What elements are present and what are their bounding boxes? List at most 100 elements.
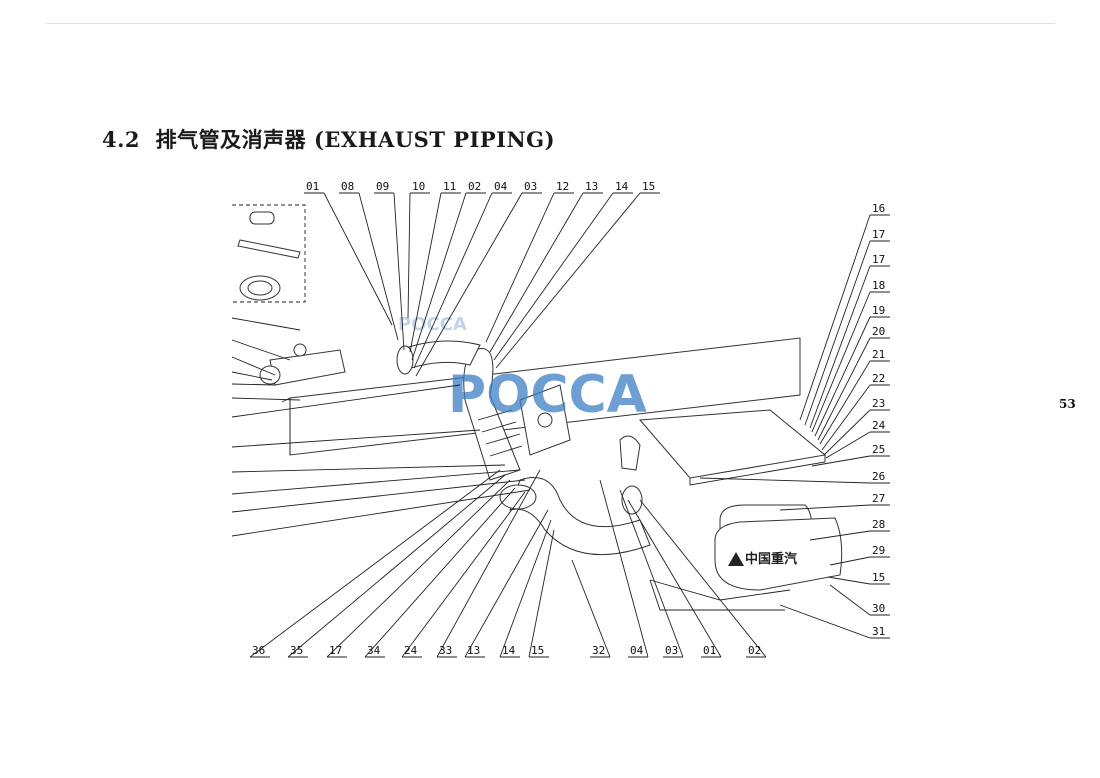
- muffler: 中国重汽: [649, 504, 843, 611]
- leader-line: [811, 291, 890, 433]
- leader-line-left: [231, 371, 273, 381]
- callout-bottom-13: 02: [748, 644, 761, 657]
- leader-line-left: [231, 464, 506, 473]
- leader-line: [374, 192, 405, 351]
- callout-right-9: 24: [872, 419, 886, 432]
- callout-right-11: 26: [872, 470, 885, 483]
- leader-line: [829, 584, 890, 616]
- leader-line: [364, 487, 516, 658]
- callout-bottom-4: 24: [404, 644, 418, 657]
- leader-line: [814, 316, 890, 437]
- watermark: POCCA POCCA: [398, 314, 647, 425]
- leader-line-left: [231, 469, 521, 495]
- callout-right-16: 30: [872, 602, 885, 615]
- leader-line: [287, 474, 506, 658]
- leader-line-left: [231, 397, 301, 401]
- callout-right-15: 15: [872, 571, 885, 584]
- leader-line: [823, 409, 890, 456]
- leader-line: [809, 530, 890, 541]
- callout-top-0: 01: [306, 180, 319, 193]
- exhaust-bracket: [519, 384, 571, 456]
- callout-right-12: 27: [872, 492, 885, 505]
- leader-line: [827, 576, 890, 585]
- leader-line: [825, 431, 890, 459]
- callout-right-5: 20: [872, 325, 885, 338]
- callout-top-5: 02: [468, 180, 481, 193]
- leader-line: [817, 337, 890, 441]
- watermark-text: POCCA: [448, 365, 647, 425]
- callout-right-1: 17: [872, 228, 885, 241]
- callout-right-8: 23: [872, 397, 885, 410]
- leader-line: [528, 529, 555, 658]
- leader-line: [811, 455, 890, 467]
- leader-line: [819, 360, 890, 445]
- leader-line: [599, 479, 649, 658]
- leader-line: [409, 192, 461, 353]
- callout-top-2: 09: [376, 180, 389, 193]
- leader-line: [415, 192, 542, 377]
- section-title: 4.2 排气管及消声器 (EXHAUST PIPING): [102, 127, 556, 152]
- callout-top-1: 08: [341, 180, 354, 193]
- leader-line: [495, 192, 660, 369]
- leader-line: [436, 469, 541, 658]
- callout-top-9: 13: [585, 180, 598, 193]
- leader-line: [464, 509, 549, 658]
- leader-line: [821, 384, 890, 451]
- callout-bottom-9: 32: [592, 644, 605, 657]
- leader-line: [249, 469, 501, 658]
- leader-line: [485, 192, 574, 343]
- callout-right-7: 22: [872, 372, 885, 385]
- watermark-text-small: POCCA: [398, 314, 467, 335]
- leader-line: [699, 477, 890, 484]
- leader-line: [571, 559, 611, 658]
- callout-top-11: 15: [642, 180, 655, 193]
- callout-bottom-11: 03: [665, 644, 678, 657]
- callout-bottom-7: 14: [502, 644, 516, 657]
- leader-line: [619, 489, 684, 658]
- callout-bottom-12: 01: [703, 644, 716, 657]
- callout-right-2: 17: [872, 253, 885, 266]
- callout-bottom-3: 34: [367, 644, 381, 657]
- callout-top-8: 12: [556, 180, 569, 193]
- leader-line: [339, 192, 399, 341]
- leader-line: [804, 240, 890, 426]
- leader-line: [499, 519, 552, 658]
- callout-right-3: 18: [872, 279, 885, 292]
- callout-right-6: 21: [872, 348, 885, 361]
- leader-line: [413, 192, 512, 369]
- leader-line: [489, 192, 603, 353]
- leader-line-left: [231, 489, 531, 537]
- leader-line: [627, 499, 722, 658]
- leader-line: [639, 499, 767, 658]
- callout-top-6: 04: [494, 180, 508, 193]
- leader-line-left: [231, 479, 526, 513]
- callout-top-3: 10: [412, 180, 425, 193]
- leader-line: [829, 556, 890, 566]
- callout-bottom-8: 15: [531, 644, 544, 657]
- callout-bottom-10: 04: [630, 644, 644, 657]
- leader-line: [779, 604, 890, 639]
- leader-line-left: [231, 383, 276, 386]
- callout-right-14: 29: [872, 544, 885, 557]
- leader-line: [304, 192, 393, 326]
- leader-line: [326, 479, 511, 658]
- callout-right-4: 19: [872, 304, 885, 317]
- page-number: 53: [1059, 397, 1076, 411]
- leader-line: [401, 491, 526, 658]
- leader-line: [407, 192, 430, 319]
- callout-right-10: 25: [872, 443, 885, 456]
- callout-right-17: 31: [872, 625, 885, 638]
- inset-detail-box: [232, 204, 306, 303]
- callout-top-7: 03: [524, 180, 537, 193]
- exhaust-manifold-flange: [259, 343, 346, 386]
- leader-line-left: [231, 429, 481, 448]
- brand-logo-icon: [728, 552, 744, 566]
- callout-right-13: 28: [872, 518, 885, 531]
- callout-top-10: 14: [615, 180, 629, 193]
- leader-line: [493, 192, 633, 361]
- heat-shield-plate: [638, 409, 827, 486]
- leader-line-left: [231, 317, 301, 331]
- leader-line-left: [231, 356, 276, 376]
- scan-edge-line: [45, 23, 1055, 24]
